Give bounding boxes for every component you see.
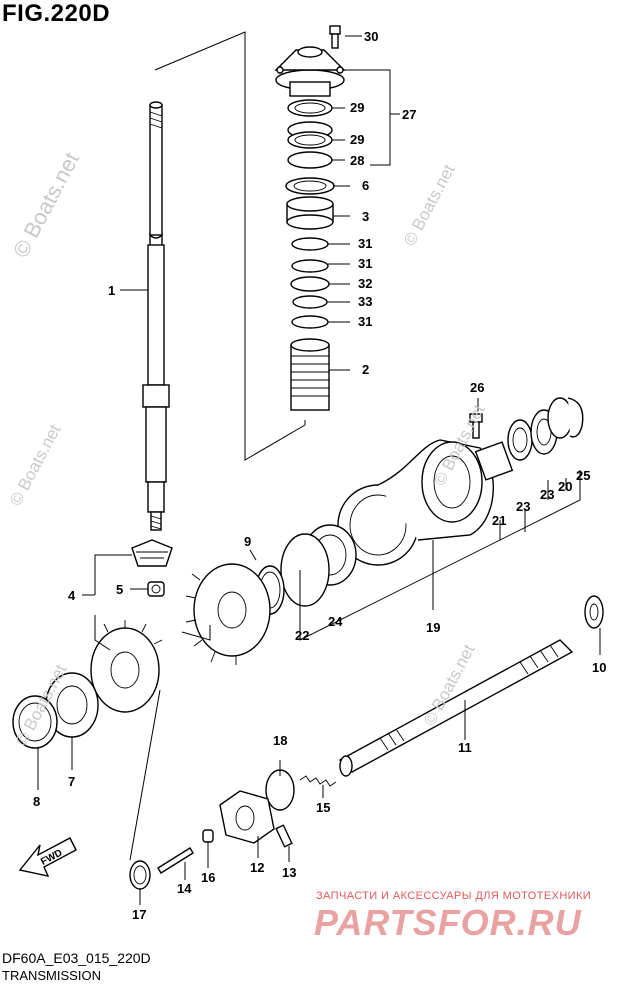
upper-assembly-frame (154, 31, 306, 461)
part-5-nut[interactable] (147, 581, 165, 597)
callout-12: 12 (250, 860, 264, 875)
part-14-push-rod[interactable] (157, 847, 194, 874)
part-4-pinion[interactable] (131, 539, 173, 567)
callout-labels: 30 29 27 29 28 6 3 31 31 32 33 31 2 1 26… (33, 29, 606, 922)
callout-4: 4 (68, 588, 76, 603)
part-26-bolt[interactable] (469, 413, 483, 439)
callout-22: 22 (295, 628, 309, 643)
callout-29b: 29 (350, 132, 364, 147)
callout-28: 28 (350, 153, 364, 168)
callout-6: 6 (362, 178, 369, 193)
callout-5: 5 (116, 582, 123, 597)
callout-31c: 31 (358, 314, 372, 329)
part-24-bearing[interactable] (280, 524, 357, 607)
callout-31a: 31 (358, 236, 372, 251)
callout-13: 13 (282, 865, 296, 880)
part-22-gear[interactable] (185, 563, 271, 665)
part-16-pin[interactable] (202, 829, 214, 843)
part-15-spring[interactable] (299, 775, 337, 787)
callout-11: 11 (458, 740, 472, 755)
fwd-arrow: FWD (18, 837, 77, 877)
callout-32: 32 (358, 276, 372, 291)
part-27-case[interactable] (274, 46, 346, 97)
part-12-clutch[interactable] (219, 790, 275, 844)
callout-33: 33 (358, 294, 372, 309)
part-30-bolt[interactable] (329, 25, 341, 49)
callout-20: 20 (558, 479, 572, 494)
callout-30: 30 (364, 29, 378, 44)
callout-15: 15 (316, 800, 330, 815)
callout-16: 16 (201, 870, 215, 885)
figure-name: TRANSMISSION (2, 968, 101, 983)
callout-29a: 29 (350, 100, 364, 115)
callout-17: 17 (132, 907, 146, 922)
drive-shaft[interactable] (142, 101, 170, 531)
callout-2: 2 (362, 362, 369, 377)
part-2-sleeve[interactable] (290, 338, 330, 411)
shop-caption: ЗАПЧАСТИ И АКСЕССУАРЫ ДЛЯ МОТОТЕХНИКИ (316, 890, 592, 902)
part-19-housing[interactable] (337, 439, 514, 566)
callout-24: 24 (328, 614, 343, 629)
callout-19: 19 (426, 620, 440, 635)
upper-ring-stack[interactable] (285, 99, 335, 329)
callout-23a: 23 (516, 499, 530, 514)
part-10-washer[interactable] (584, 595, 604, 629)
callout-9: 9 (244, 534, 251, 549)
callout-8: 8 (33, 794, 40, 809)
part-13-pin[interactable] (275, 824, 293, 848)
rear-bearing-group[interactable] (507, 397, 584, 461)
figure-title: FIG.220D (2, 0, 111, 27)
part-17-ring[interactable] (129, 860, 151, 890)
callout-3: 3 (362, 209, 369, 224)
callout-25: 25 (576, 468, 590, 483)
part-11-propeller-shaft[interactable] (338, 639, 574, 777)
fwd-label: FWD (39, 848, 64, 868)
callout-26: 26 (470, 380, 484, 395)
callout-23b: 23 (540, 487, 554, 502)
figure-code: DF60A_E03_015_220D (2, 950, 151, 966)
callout-14: 14 (177, 881, 192, 896)
shop-logo[interactable]: PARTSFOR.RU (314, 902, 582, 943)
callout-7: 7 (68, 774, 75, 789)
callout-21: 21 (492, 513, 506, 528)
callout-31b: 31 (358, 256, 372, 271)
callout-18: 18 (273, 733, 287, 748)
callout-10: 10 (592, 660, 606, 675)
callout-27: 27 (402, 107, 416, 122)
callout-1: 1 (108, 283, 115, 298)
leader-lines (37, 35, 601, 905)
